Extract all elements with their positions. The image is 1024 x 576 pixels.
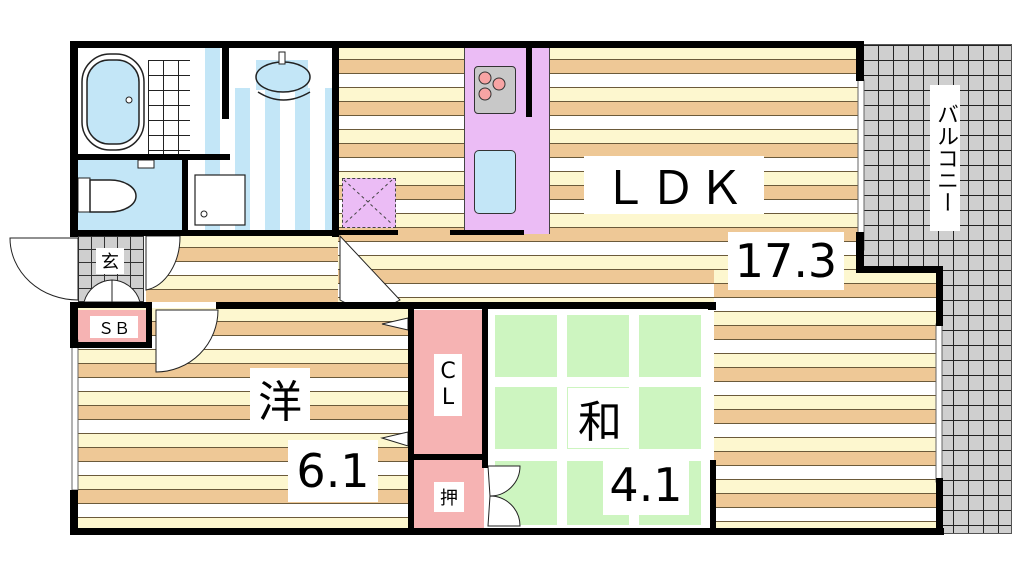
wall-closet-right bbox=[482, 304, 488, 468]
western-room-label: 洋 bbox=[250, 368, 310, 428]
wall-wash-right bbox=[332, 41, 339, 237]
toilet-icon bbox=[77, 159, 155, 213]
wall-hall-bottom bbox=[216, 302, 716, 309]
ldk-label: ＬＤＫ bbox=[584, 156, 764, 215]
wall-japanese-right bbox=[710, 460, 716, 532]
wall-closet-left bbox=[408, 304, 414, 530]
wall-right-upper bbox=[856, 41, 864, 81]
bathtub-icon bbox=[81, 53, 145, 151]
wall-ldk-partition-left bbox=[338, 230, 398, 235]
wall-left-upper bbox=[70, 41, 78, 237]
balcony-label: バルコニー bbox=[930, 85, 960, 231]
closet-label-l: L bbox=[441, 385, 455, 410]
wall-closet-mid bbox=[408, 454, 488, 460]
western-room-area: 6.1 bbox=[288, 440, 378, 502]
washing-machine-pan-icon bbox=[194, 174, 246, 226]
wall-step bbox=[856, 266, 942, 273]
ldk-area: 17.3 bbox=[728, 232, 844, 290]
closet-label-c: C bbox=[440, 359, 456, 384]
wall-left-bottom bbox=[70, 490, 78, 534]
wall-bath-bottom bbox=[78, 154, 230, 160]
wall-wet-bottom bbox=[70, 230, 338, 236]
fridge-space bbox=[342, 178, 396, 228]
wall-toilet-right bbox=[182, 154, 188, 236]
japanese-room-area: 4.1 bbox=[603, 455, 689, 515]
kitchen-sink bbox=[474, 150, 516, 214]
closet-label: C L bbox=[434, 354, 462, 416]
entrance-label: 玄 bbox=[96, 248, 124, 274]
wall-top bbox=[70, 41, 864, 48]
door-swings bbox=[9, 234, 521, 527]
wall-kitchen-divider bbox=[526, 41, 532, 117]
fridge-x-icon bbox=[343, 179, 393, 225]
stove-burners-icon bbox=[478, 71, 506, 101]
wall-japanese-top-corner bbox=[708, 302, 716, 310]
wall-bottom bbox=[70, 528, 944, 535]
wall-sb-bottom bbox=[70, 342, 152, 348]
wall-bath-right bbox=[222, 41, 229, 119]
wall-sb-right bbox=[146, 302, 152, 348]
ldk-floor-lower bbox=[714, 270, 938, 530]
wall-left-lower bbox=[70, 302, 78, 342]
japanese-room bbox=[488, 308, 714, 530]
wall-right-lower-b bbox=[936, 478, 943, 534]
wash-basin-icon bbox=[255, 51, 311, 101]
oshiire-label: 押 bbox=[434, 482, 464, 512]
wall-sb-top bbox=[70, 302, 152, 308]
wall-right-mid bbox=[856, 232, 864, 272]
japanese-room-label: 和 bbox=[568, 388, 632, 448]
wall-right-lower-a bbox=[936, 266, 943, 326]
shoe-box-label: ＳＢ bbox=[90, 316, 138, 338]
wall-ldk-partition-right bbox=[450, 230, 524, 235]
